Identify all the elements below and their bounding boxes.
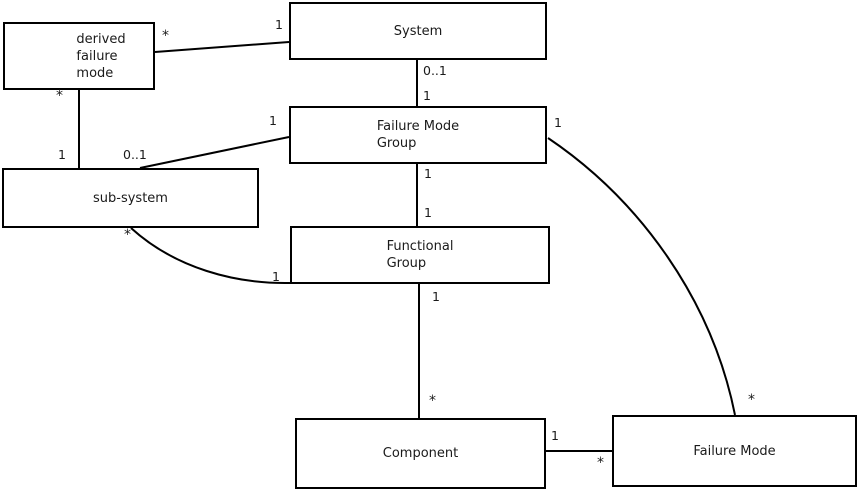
- class-box-derived-failure-mode[interactable]: derived failure mode: [3, 22, 155, 90]
- mult-dfm-system-target: 1: [275, 17, 283, 32]
- mult-component-fm-source: 1: [551, 428, 559, 443]
- class-name-derived-failure-mode: derived failure mode: [76, 31, 126, 81]
- mult-dfm-sub-source: *: [56, 88, 63, 104]
- class-box-failure-mode[interactable]: Failure Mode: [612, 415, 857, 487]
- class-box-component[interactable]: Component: [295, 418, 546, 489]
- class-name-functional-group: Functional Group: [386, 239, 454, 271]
- association-sub-system--failure-mode-group: [139, 136, 290, 169]
- mult-sub-fg-target: 1: [272, 269, 280, 284]
- mult-fmg-fg-source: 1: [424, 166, 432, 181]
- mult-dfm-sub-target: 1: [58, 147, 66, 162]
- class-name-failure-mode: Failure Mode: [693, 443, 776, 459]
- class-box-functional-group[interactable]: Functional Group: [290, 226, 550, 284]
- association-sub-system--functional-group: [130, 227, 291, 285]
- class-name-failure-mode-group: Failure Mode Group: [376, 119, 460, 151]
- association-derived-failure-mode--system: [154, 41, 290, 53]
- mult-system-fmg-source: 0..1: [423, 63, 447, 78]
- association-failure-mode-group--failure-mode: [547, 137, 736, 416]
- mult-fg-component-target: *: [429, 393, 436, 409]
- mult-dfm-system-source: *: [162, 28, 169, 44]
- class-box-system[interactable]: System: [289, 2, 547, 60]
- class-name-component: Component: [382, 446, 459, 461]
- class-box-sub-system[interactable]: sub-system: [2, 168, 259, 228]
- mult-fmg-fm-target: *: [748, 392, 755, 408]
- class-box-failure-mode-group[interactable]: Failure Mode Group: [289, 106, 547, 164]
- mult-sub-fg-source: *: [124, 227, 131, 243]
- mult-fg-component-source: 1: [432, 289, 440, 304]
- mult-fmg-fm-source: 1: [554, 115, 562, 130]
- mult-sub-fmg-source: 0..1: [123, 147, 147, 162]
- mult-fmg-fg-target: 1: [424, 205, 432, 220]
- class-name-sub-system: sub-system: [93, 190, 168, 206]
- mult-sub-fmg-target: 1: [269, 113, 277, 128]
- mult-component-fm-target: *: [597, 455, 604, 471]
- class-name-system: System: [393, 23, 443, 39]
- mult-system-fmg-target: 1: [423, 88, 431, 103]
